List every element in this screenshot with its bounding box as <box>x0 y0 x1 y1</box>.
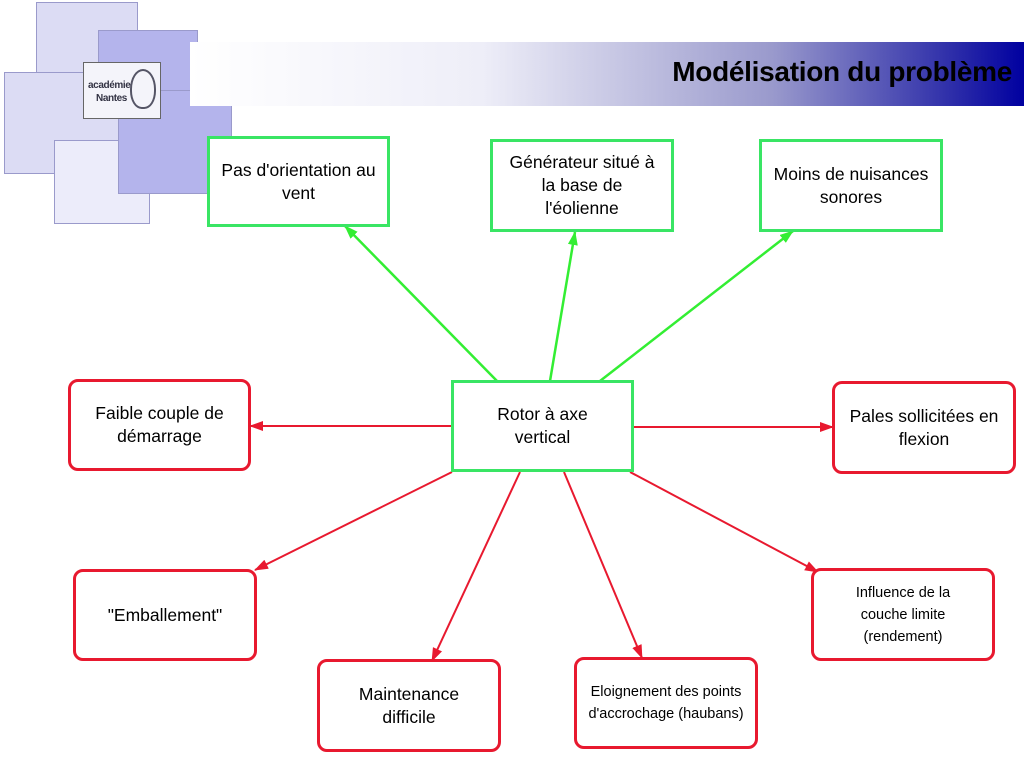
center-label: Rotor à axe vertical <box>497 404 588 447</box>
arrow-to-maintenance <box>431 471 521 662</box>
advantage-label: Moins de nuisances sonores <box>773 163 929 207</box>
academy-logo: académie Nantes <box>83 62 161 119</box>
advantage-label: Pas d'orientation au vent <box>221 159 376 203</box>
center-box-rotor: Rotor à axe vertical <box>451 380 634 472</box>
logo-text-line1: académie <box>88 80 131 91</box>
logo-text-line2: Nantes <box>96 93 127 104</box>
drawback-label: "Emballement" <box>107 604 223 625</box>
drawback-box-maintenance: Maintenance difficile <box>317 659 501 752</box>
drawback-label: Maintenance difficile <box>358 683 460 727</box>
page-title: Modélisation du problème <box>672 56 1012 87</box>
arrow-to-moins-nuisances <box>599 230 794 382</box>
drawback-box-faible-couple: Faible couple de démarrage <box>68 379 251 471</box>
drawback-label: Influence de la couche limite (rendement… <box>855 584 951 645</box>
logo-emblem-icon <box>130 69 156 109</box>
drawback-label: Pales sollicitées en flexion <box>849 405 999 449</box>
advantage-box-pas-orientation: Pas d'orientation au vent <box>207 136 390 227</box>
arrow-to-influence <box>629 471 819 573</box>
drawback-box-emballement: "Emballement" <box>73 569 257 661</box>
header-band <box>190 42 1024 106</box>
arrow-to-emballement <box>254 471 453 571</box>
arrow-to-eloignement <box>563 471 643 659</box>
advantage-box-moins-nuisances: Moins de nuisances sonores <box>759 139 943 232</box>
drawback-box-influence: Influence de la couche limite (rendement… <box>811 568 995 661</box>
drawback-box-pales: Pales sollicitées en flexion <box>832 381 1016 474</box>
drawback-label: Eloignement des points d'accrochage (hau… <box>588 684 744 722</box>
advantage-box-generateur: Générateur situé à la base de l'éolienne <box>490 139 674 232</box>
advantage-label: Générateur situé à la base de l'éolienne <box>509 152 655 218</box>
arrow-to-generateur <box>548 231 578 382</box>
drawback-box-eloignement: Eloignement des points d'accrochage (hau… <box>574 657 758 749</box>
drawback-label: Faible couple de démarrage <box>95 403 224 446</box>
arrow-to-pas-orientation <box>344 225 498 382</box>
